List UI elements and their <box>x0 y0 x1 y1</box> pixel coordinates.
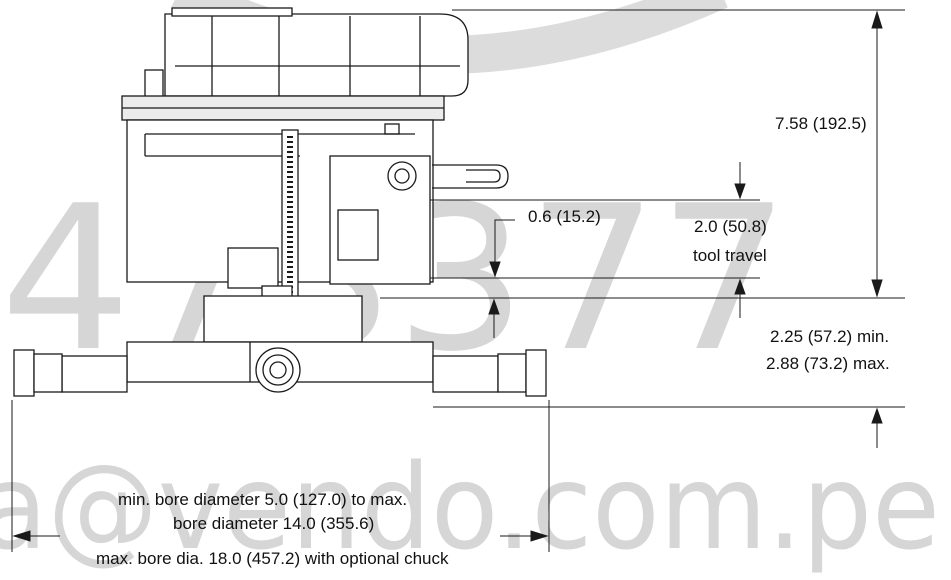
right-cap <box>525 349 547 397</box>
left-arm <box>61 355 128 393</box>
handle-slot <box>466 169 501 183</box>
left-cap <box>13 349 35 397</box>
adjust-knob-inner <box>394 168 410 184</box>
mounting-collar <box>203 295 363 343</box>
stroke-dimension-label: 0.6 (15.2) <box>528 207 601 226</box>
clearance-max-label: 2.88 (73.2) max. <box>766 354 890 373</box>
motor-cap <box>171 7 293 17</box>
tool-block <box>329 155 431 285</box>
right-arm <box>432 355 499 393</box>
motor-knob <box>144 69 164 99</box>
tool-window <box>337 209 379 261</box>
center-fitting-mid <box>262 354 294 386</box>
clearance-min-label: 2.25 (57.2) min. <box>770 327 890 346</box>
dimension-lines <box>11 9 905 552</box>
bore-range-line-2: bore diameter 14.0 (355.6) <box>173 514 375 533</box>
motor-housing <box>164 13 469 97</box>
height-dimension-label: 7.58 (192.5) <box>775 114 867 133</box>
tool-travel-value: 2.0 (50.8) <box>694 217 767 236</box>
top-screw <box>384 123 400 135</box>
feed-motor <box>227 247 279 289</box>
max-bore-label: max. bore dia. 18.0 (457.2) with optiona… <box>96 549 449 568</box>
handle <box>432 164 509 189</box>
watermark-email: a@vendo.com.pe <box>0 438 940 575</box>
machine-outline <box>13 7 547 397</box>
right-nut <box>497 353 527 393</box>
left-nut <box>33 353 63 393</box>
adjust-knob-outer <box>387 161 417 191</box>
center-fitting-inner <box>269 361 287 379</box>
bore-range-line-1: min. bore diameter 5.0 (127.0) to max. <box>118 490 408 509</box>
tool-travel-label: tool travel <box>693 246 767 265</box>
